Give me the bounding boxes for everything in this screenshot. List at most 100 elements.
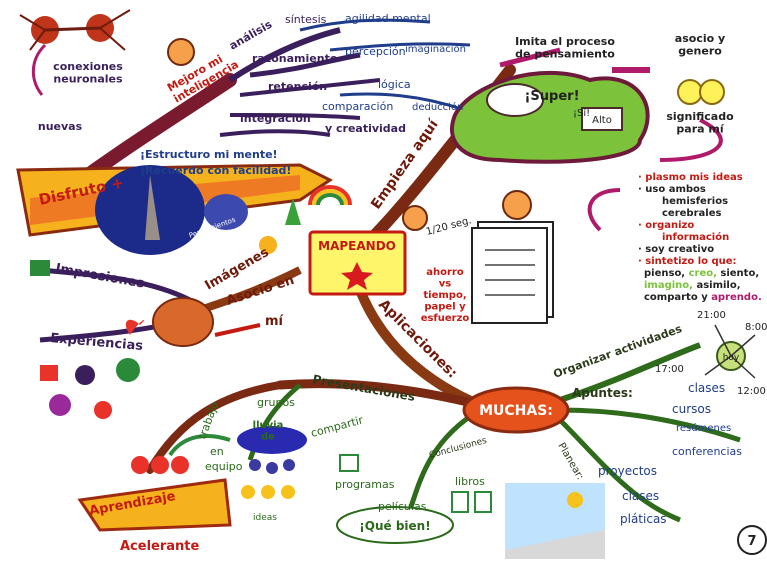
many-node — [462, 386, 570, 434]
label-integration: integración — [240, 112, 311, 125]
heart-icon — [125, 319, 145, 335]
tree-icon — [116, 358, 140, 382]
label-notes-1: clases — [688, 381, 725, 395]
label-comparison: comparación — [322, 100, 393, 113]
book-icon — [474, 491, 492, 513]
star-icon — [341, 262, 373, 290]
label-time-4: 12:00 — [737, 386, 766, 397]
label-movies: películas — [378, 500, 427, 513]
bandage-icon — [49, 394, 71, 416]
neurons-illustration — [19, 9, 131, 96]
label-analysis: análisis — [227, 18, 275, 53]
today-clock — [704, 324, 756, 379]
label-in: en — [210, 445, 224, 458]
team-icon — [131, 456, 189, 474]
bulbs-icon — [241, 485, 295, 499]
label-deduction: deducción — [412, 101, 463, 113]
label-perception: percepción — [345, 45, 406, 58]
label-notes-4: conferencias — [672, 445, 742, 458]
label-share: compartir — [309, 413, 365, 440]
label-mental-agility: agilidad mental — [345, 12, 431, 25]
rain-cloud-icon — [237, 426, 307, 474]
documents-icon — [471, 221, 554, 324]
tv-icon — [339, 454, 359, 472]
learning-arrow — [77, 434, 232, 532]
label-structure: ¡Estructuro mi mente! — [140, 148, 278, 161]
gift-icon — [40, 365, 58, 381]
label-presentations: Presentaciones — [311, 372, 416, 404]
label-ideas: ideas — [253, 513, 277, 523]
page-number-badge — [737, 525, 767, 555]
label-page-number: 7 — [747, 534, 756, 549]
label-plan-2: clases — [622, 489, 659, 503]
brain-icon — [152, 297, 214, 347]
film-icon — [451, 491, 469, 513]
label-remember: ¡Recuerdo con facilidad! — [140, 164, 291, 177]
benefit-item: pienso, creo, siento, — [644, 268, 759, 279]
central-node: MAPEANDO — [308, 230, 407, 296]
arrow-right-icon — [499, 47, 561, 68]
lightbulbs-icon — [677, 79, 725, 105]
label-retention: retención — [268, 80, 327, 93]
sky-picture — [505, 483, 605, 559]
thought-bubble — [95, 165, 248, 255]
benefit-item: · soy creativo — [638, 244, 714, 255]
label-groups: grupos — [257, 396, 295, 409]
label-today: hoy — [723, 353, 740, 363]
computer-icon — [30, 260, 50, 276]
label-me: mí — [265, 314, 285, 329]
benefit-item: cerebrales — [662, 208, 721, 219]
label-stop: Alto — [592, 115, 612, 126]
tree-icon — [285, 198, 301, 225]
label-creativity: y creatividad — [325, 122, 406, 135]
label-plan-1: proyectos — [598, 464, 657, 478]
label-time-2: 8:00 — [745, 322, 767, 333]
bracket-icon — [587, 188, 621, 232]
label-new: nuevas — [38, 120, 83, 133]
benefit-item: · organizo — [638, 220, 694, 231]
brain-illustration — [450, 47, 723, 232]
family-icon — [94, 401, 112, 419]
label-super: ¡Super! — [524, 89, 579, 104]
benefit-item: hemisferios — [662, 196, 728, 207]
thinking-face-icon — [167, 38, 195, 66]
label-logic: lógica — [378, 78, 411, 91]
face-icon — [75, 365, 95, 385]
sun-icon — [259, 236, 277, 254]
label-impressions: Impresiones — [54, 261, 145, 291]
label-imagination: imaginación — [405, 43, 466, 55]
benefit-item: información — [662, 231, 729, 243]
label-team2: equipo — [205, 460, 243, 473]
worried-face-icon — [502, 190, 532, 220]
benefit-item: imagino, asimilo, — [644, 280, 741, 291]
label-time: 1/20 seg. — [425, 215, 473, 238]
benefit-item: · sintetizo lo que: — [638, 256, 737, 267]
face-icon — [402, 205, 428, 231]
benefit-item: comparto y aprendo. — [644, 292, 762, 303]
arrow-left-icon — [214, 323, 261, 337]
label-books: libros — [455, 475, 485, 488]
label-notes-3: resúmenes — [676, 422, 731, 434]
great-badge — [336, 506, 454, 544]
label-accelerating: Acelerante — [120, 539, 200, 554]
label-synthesis: síntesis — [285, 13, 327, 26]
curve-arrow-icon — [659, 118, 723, 162]
experience-icons — [30, 260, 145, 419]
label-notes: Apuntes: — [572, 386, 633, 400]
label-many: MUCHAS: — [479, 403, 553, 419]
label-plan: Planear: — [555, 441, 585, 482]
label-conclusions: Conclusiones — [428, 436, 488, 461]
label-programs: programas — [335, 478, 395, 491]
label-time-1: 21:00 — [697, 310, 726, 321]
rainbow-icon — [308, 185, 352, 206]
benefit-item: · uso ambos — [638, 184, 706, 195]
central-label: MAPEANDO — [318, 239, 396, 253]
